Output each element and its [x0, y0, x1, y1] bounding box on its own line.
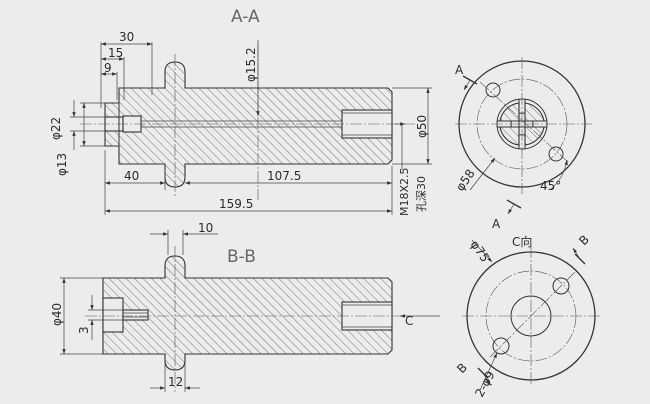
view-c: C向 φ75 B B 2-φ9 [454, 232, 600, 399]
section-bb-view: B-B 10 φ40 3 12 C [50, 221, 440, 392]
section-bb-title: B-B [227, 247, 256, 267]
thread-depth: 孔深30 [415, 176, 428, 212]
dim-159-5: 159.5 [219, 197, 253, 211]
section-aa-view: A-A 30 15 9 φ15.2 φ22 [49, 7, 432, 216]
dim-10: 10 [198, 221, 213, 235]
holes-note: 2-φ9 [472, 369, 497, 400]
thread-note: M18X2.5 [398, 167, 411, 216]
section-aa-body [104, 61, 393, 188]
end-view-a: A A φ58 45° [453, 57, 592, 231]
angle-45: 45° [540, 179, 561, 193]
dim-12: 12 [168, 375, 183, 389]
dim-phi22: φ22 [49, 117, 63, 140]
section-aa-title: A-A [231, 7, 260, 27]
arrow-c-label: C [405, 314, 413, 328]
dim-15: 15 [108, 46, 123, 60]
dim-3: 3 [77, 326, 91, 334]
dim-phi50: φ50 [415, 115, 429, 138]
dim-40: 40 [124, 169, 139, 183]
dim-107-5: 107.5 [267, 169, 301, 183]
view-c-cut-label-bottom: B [454, 360, 470, 376]
end-view-cut-label-bottom: A [492, 217, 501, 231]
section-aa-threaded-hole [341, 109, 393, 139]
dim-phi15-2: φ15.2 [244, 47, 258, 82]
dim-phi40: φ40 [50, 303, 64, 326]
dim-9: 9 [104, 61, 112, 75]
dim-phi13: φ13 [55, 153, 69, 176]
dim-phi75: φ75 [468, 238, 493, 265]
dim-phi58: φ58 [453, 167, 478, 194]
view-c-title: C向 [512, 234, 532, 249]
end-view-cut-label-top: A [455, 63, 464, 77]
dim-30: 30 [119, 30, 134, 44]
view-c-cut-label-top: B [576, 232, 592, 248]
